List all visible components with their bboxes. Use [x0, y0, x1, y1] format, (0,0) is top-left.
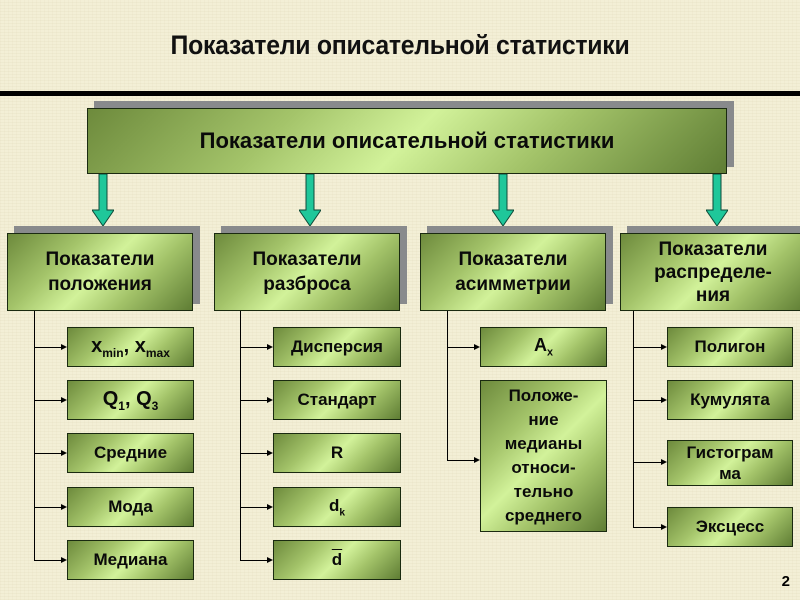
item-kurtosis: Эксцесс	[667, 507, 793, 547]
arrowhead-icon	[61, 397, 67, 403]
category-label: положения	[48, 274, 152, 295]
item-means: Средние	[67, 433, 194, 473]
category-label: Показатели	[45, 249, 155, 270]
connector-line	[633, 347, 662, 348]
item-separator: ,	[124, 387, 137, 410]
connector-line	[633, 527, 662, 528]
item-subscript: 3	[151, 398, 159, 413]
connector-line	[633, 311, 634, 528]
item-median-position: Положе- ние медианы относи- тельно средн…	[480, 380, 607, 532]
item-symbol: x	[91, 334, 103, 357]
item-text-line: тельно	[513, 482, 574, 501]
item-text-line: медианы	[504, 434, 583, 453]
slide-title: Показатели описательной статистики	[170, 30, 630, 60]
item-symbol: d	[328, 495, 340, 515]
category-label: ния	[695, 284, 731, 306]
arrow-down-icon	[92, 174, 114, 226]
arrow-down-icon	[492, 174, 514, 226]
item-subscript: max	[145, 345, 170, 360]
item-symbol: d	[331, 550, 343, 569]
item-subscript: k	[339, 507, 346, 519]
arrowhead-icon	[267, 344, 273, 350]
connector-line	[447, 347, 475, 348]
connector-line	[34, 311, 35, 561]
arrowhead-icon	[61, 504, 67, 510]
item-symbol: A	[533, 335, 547, 356]
category-label: асимметрии	[455, 274, 571, 295]
connector-line	[633, 400, 662, 401]
connector-line	[34, 560, 62, 561]
item-text-line: Положе-	[508, 386, 579, 405]
item-subscript: 1	[118, 398, 125, 413]
title-divider	[0, 91, 800, 96]
page-number: 2	[781, 573, 790, 590]
item-median: Медиана	[67, 540, 194, 580]
category-dispersion: Показатели разброса	[214, 233, 400, 311]
category-label: Показатели	[252, 249, 362, 270]
arrow-down-icon	[706, 174, 728, 226]
arrowhead-icon	[474, 457, 480, 463]
arrowhead-icon	[61, 557, 67, 563]
item-range: R	[273, 433, 401, 473]
arrowhead-icon	[267, 557, 273, 563]
item-text-line: ние	[528, 410, 559, 429]
arrowhead-icon	[267, 504, 273, 510]
category-asymmetry: Показатели асимметрии	[420, 233, 606, 311]
root-node: Показатели описательной статистики	[87, 108, 727, 174]
item-text-line: ма	[719, 464, 741, 483]
arrowhead-icon	[661, 344, 667, 350]
category-label: Показатели	[658, 238, 768, 260]
arrowhead-icon	[267, 397, 273, 403]
connector-line	[240, 347, 268, 348]
item-subscript: x	[546, 346, 553, 359]
arrowhead-icon	[661, 459, 667, 465]
category-label: разброса	[263, 274, 351, 295]
arrowhead-icon	[661, 524, 667, 530]
connector-line	[447, 460, 475, 461]
category-label: распределе-	[654, 261, 772, 283]
item-text-line: среднего	[504, 506, 583, 525]
connector-line	[447, 311, 448, 461]
arrowhead-icon	[474, 344, 480, 350]
item-symbol: Q	[136, 387, 152, 410]
item-mean-deviation: d	[273, 540, 401, 580]
connector-line	[240, 560, 268, 561]
arrowhead-icon	[661, 397, 667, 403]
item-dk: dk	[273, 487, 401, 527]
connector-line	[34, 400, 62, 401]
item-polygon: Полигон	[667, 327, 793, 367]
connector-line	[34, 507, 62, 508]
item-symbol: Q	[102, 387, 119, 410]
category-position: Показатели положения	[7, 233, 193, 311]
arrowhead-icon	[61, 344, 67, 350]
item-asymmetry-coefficient: Ax	[480, 327, 607, 367]
connector-line	[240, 311, 241, 561]
item-mode: Мода	[67, 487, 194, 527]
item-quartiles: Q1, Q3	[67, 380, 194, 420]
item-variance: Дисперсия	[273, 327, 401, 367]
connector-line	[240, 400, 268, 401]
arrowhead-icon	[267, 450, 273, 456]
item-subscript: min	[102, 345, 124, 360]
item-standard: Стандарт	[273, 380, 401, 420]
item-separator: ,	[123, 334, 135, 357]
item-cumulate: Кумулята	[667, 380, 793, 420]
item-symbol: x	[134, 334, 146, 357]
arrow-down-icon	[299, 174, 321, 226]
item-xmin-xmax: xmin, xmax	[67, 327, 194, 367]
item-text-line: Гистограм	[686, 443, 774, 462]
connector-line	[34, 347, 62, 348]
connector-line	[34, 453, 62, 454]
connector-line	[633, 462, 662, 463]
item-text-line: относи-	[511, 458, 576, 477]
category-label: Показатели	[458, 249, 568, 270]
arrowhead-icon	[61, 450, 67, 456]
connector-line	[240, 507, 268, 508]
connector-line	[240, 453, 268, 454]
item-histogram: Гистограм ма	[667, 440, 793, 486]
